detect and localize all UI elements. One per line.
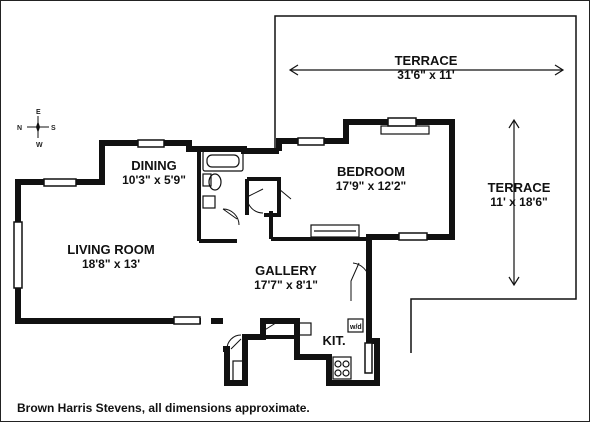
terrace-top-dims: 31'6" x 11' [397, 68, 455, 82]
dining-name: DINING [131, 158, 177, 173]
terrace-depth-arrow [508, 118, 520, 287]
kitchen-name: KIT. [322, 333, 346, 348]
bedroom-dims: 17'9" x 12'2" [335, 179, 407, 193]
terrace-right-dims: 11' x 18'6" [490, 195, 548, 209]
gallery-dims: 17'7" x 8'1" [254, 278, 318, 292]
terrace-top-label: TERRACE 31'6" x 11' [386, 53, 466, 83]
compass-north: N [17, 125, 22, 132]
compass-south: S [51, 125, 56, 132]
terrace-top-name: TERRACE [394, 53, 458, 68]
washer-dryer-label: w/d [349, 324, 362, 331]
compass-west: W [36, 142, 43, 149]
living-room-label: LIVING ROOM 18'8" x 13' [56, 242, 166, 272]
bedroom-name: BEDROOM [337, 164, 405, 179]
terrace-width-arrow [288, 64, 565, 76]
terrace-right-label: TERRACE 11' x 18'6" [479, 180, 559, 210]
dining-label: DINING 10'3" x 5'9" [114, 158, 194, 188]
windows [13, 117, 428, 374]
bathroom-fixtures [202, 150, 244, 209]
dining-dims: 10'3" x 5'9" [122, 173, 186, 187]
closet [310, 125, 430, 238]
footer-note: Brown Harris Stevens, all dimensions app… [17, 401, 310, 415]
gallery-name: GALLERY [255, 263, 317, 278]
doors [222, 188, 370, 350]
kitchen-label: KIT. [319, 333, 349, 348]
terrace-outline [274, 15, 577, 353]
kitchen-fixtures [232, 318, 364, 382]
compass-icon: E W N S [17, 109, 56, 149]
compass-east: E [36, 109, 41, 116]
bedroom-label: BEDROOM 17'9" x 12'2" [326, 164, 416, 194]
terrace-right-name: TERRACE [487, 180, 551, 195]
gallery-label: GALLERY 17'7" x 8'1" [241, 263, 331, 293]
living-room-name: LIVING ROOM [67, 242, 155, 257]
living-room-dims: 18'8" x 13' [81, 257, 141, 271]
